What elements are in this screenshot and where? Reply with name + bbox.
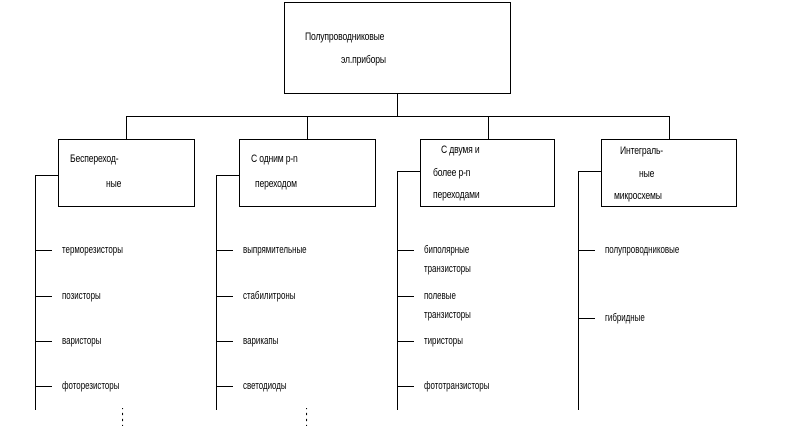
leaf-item: терморезисторы <box>62 244 123 256</box>
category-label-line3: микросхемы <box>614 190 662 202</box>
leaf-item: гибридные <box>605 312 645 324</box>
category-label-line1: Беспереход- <box>70 153 119 165</box>
root-label-line1: Полупроводниковые <box>305 31 385 43</box>
continuation-dots: ::: <box>121 405 125 429</box>
leaf-item: варисторы <box>62 335 102 347</box>
leaf-item: фототранзисторы <box>424 380 490 392</box>
leaf-item: светодиоды <box>243 380 287 392</box>
category-label-line1: С двумя и <box>441 144 480 156</box>
leaf-item: варикапы <box>243 335 279 347</box>
category-label-line1: С одним p-n <box>251 153 298 165</box>
category-node-integrated-circuits: Интеграль- ные микросхемы <box>601 139 737 207</box>
root-label-line2: эл.приборы <box>341 54 386 66</box>
root-node: Полупроводниковые эл.приборы <box>284 2 511 94</box>
category-label-line2: переходом <box>255 178 297 190</box>
category-label-line2: ные <box>639 168 655 180</box>
leaf-item: полупроводниковые <box>605 244 680 256</box>
category-node-one-pn-junction: С одним p-n переходом <box>239 139 376 207</box>
category-label-line2: ные <box>106 178 122 190</box>
leaf-item: выпрямительные <box>243 244 307 256</box>
category-node-junctionless: Беспереход- ные <box>58 139 195 207</box>
leaf-item: стабилитроны <box>243 290 296 302</box>
category-label-line1: Интеграль- <box>620 145 663 157</box>
leaf-item: полевые транзисторы <box>424 290 471 321</box>
continuation-dots: ::: <box>305 405 309 429</box>
leaf-item: фоторезисторы <box>62 380 120 392</box>
category-node-multi-pn-junction: С двумя и более p-n переходами <box>420 139 555 207</box>
category-label-line2: более p-n <box>433 167 471 179</box>
category-label-line3: переходами <box>433 189 480 201</box>
leaf-item: позисторы <box>62 290 101 302</box>
leaf-item: тиристоры <box>424 335 463 347</box>
leaf-item: биполярные транзисторы <box>424 244 471 275</box>
